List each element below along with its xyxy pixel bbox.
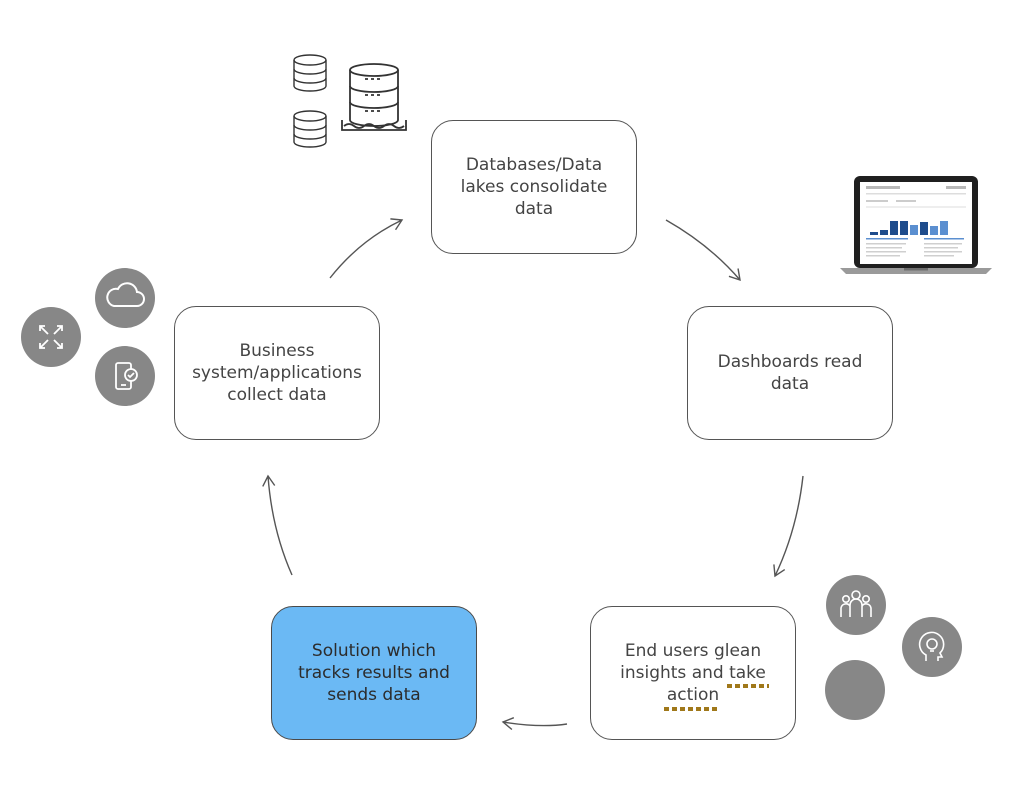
mobile-device-icon: [95, 346, 155, 406]
arrow-users-to-solution: [501, 717, 568, 731]
arrow-business-to-db: [329, 218, 404, 279]
business-node: Business system/applications collect dat…: [174, 306, 380, 440]
database-cylinder-top: [293, 54, 327, 92]
data-lake-icon: [341, 63, 407, 131]
dashboards-node-label: Dashboards read data: [717, 352, 863, 394]
business-node-label: Business system/applications collect dat…: [192, 341, 362, 405]
laptop-dashboard-icon: [840, 176, 992, 274]
end-users-node: End users glean insights and take action: [590, 606, 796, 740]
dashboards-node: Dashboards read data: [687, 306, 893, 440]
end-users-node-label: End users glean insights and take action: [620, 641, 766, 705]
solution-node: Solution which tracks results and sends …: [271, 606, 477, 740]
arrow-db-to-dashboards: [665, 219, 741, 282]
blank-circle-icon: [825, 660, 885, 720]
people-group-icon: [826, 575, 886, 635]
head-lightbulb-icon: [902, 617, 962, 677]
database-cylinder-bottom: [293, 110, 327, 148]
cloud-icon: [95, 268, 155, 328]
expand-icon: [21, 307, 81, 367]
arrow-solution-to-business: [262, 474, 293, 576]
arrow-dashboards-to-users: [773, 475, 804, 578]
databases-node: Databases/Data lakes consolidate data: [431, 120, 637, 254]
databases-node-label: Databases/Data lakes consolidate data: [460, 155, 608, 219]
spellcheck-underline-action: [664, 707, 720, 711]
solution-node-label: Solution which tracks results and sends …: [298, 641, 450, 705]
database-stack-icon: [293, 54, 407, 148]
spellcheck-underline-take: [727, 684, 769, 688]
